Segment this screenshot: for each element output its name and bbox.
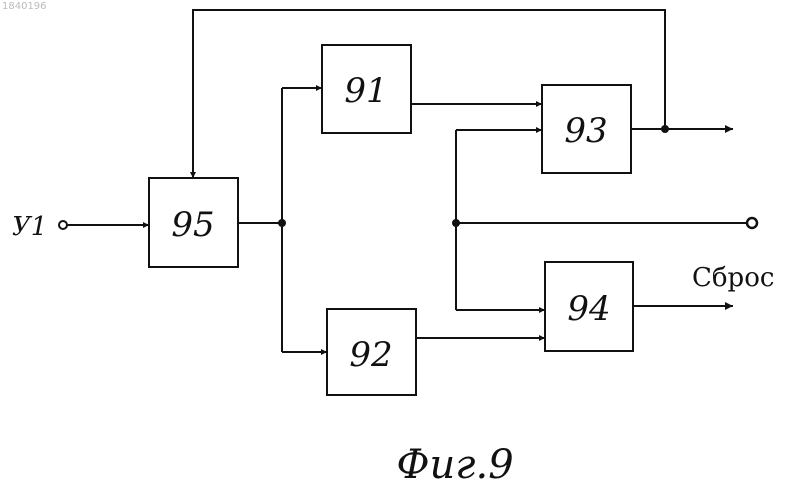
reset-label: Сброс — [692, 263, 774, 293]
block-93-label: 93 — [564, 111, 607, 151]
block-93: 93 — [542, 85, 631, 173]
input-y1-label: У1 — [12, 212, 47, 242]
block-92: 92 — [327, 309, 416, 395]
input-y1-terminal — [59, 221, 67, 229]
block-94-label: 94 — [567, 289, 610, 329]
block-95-label: 95 — [171, 205, 214, 245]
block-94: 94 — [545, 262, 633, 351]
corner-id: 1840196 — [2, 1, 47, 12]
block-95: 95 — [149, 178, 238, 267]
block-91: 91 — [322, 45, 411, 133]
figure-caption: Фиг.9 — [396, 442, 513, 488]
block-91-label: 91 — [344, 71, 387, 111]
block-92-label: 92 — [349, 335, 392, 375]
reset-terminal — [747, 218, 757, 228]
